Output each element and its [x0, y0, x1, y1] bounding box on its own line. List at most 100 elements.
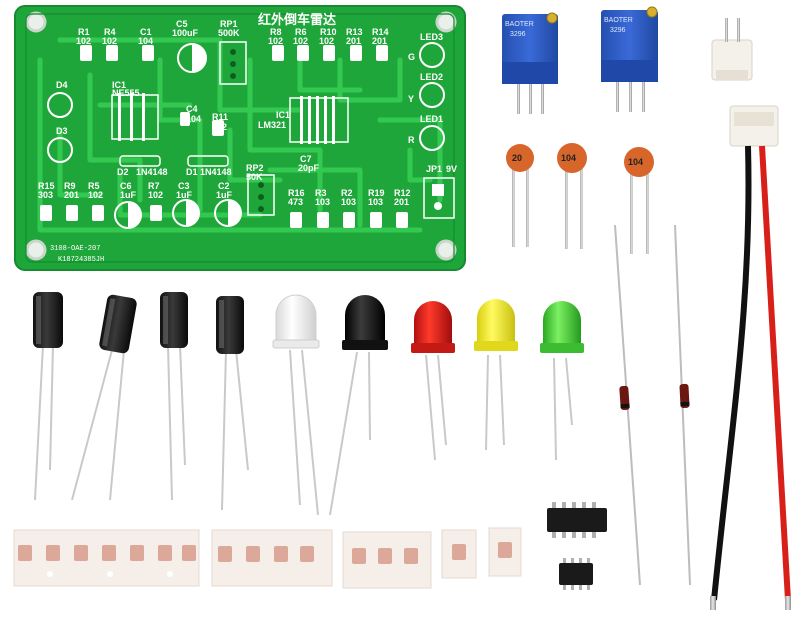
- diode-1n4148-2: [674, 224, 691, 586]
- svg-text:103: 103: [368, 197, 383, 207]
- mounting-holes: [25, 11, 457, 261]
- pcb-title: 红外倒车雷达: [258, 12, 336, 28]
- svg-text:LED1: LED1: [420, 114, 443, 124]
- svg-text:500K: 500K: [218, 28, 240, 38]
- svg-text:D4: D4: [56, 80, 68, 90]
- svg-text:102: 102: [76, 36, 91, 46]
- svg-text:D3: D3: [56, 126, 68, 136]
- svg-text:R14: R14: [372, 27, 389, 37]
- svg-text:JP1: JP1: [426, 164, 442, 174]
- svg-text:R13: R13: [346, 27, 363, 37]
- svg-text:R: R: [408, 135, 415, 145]
- svg-text:102: 102: [102, 36, 117, 46]
- pcb-diode-footprints: [119, 155, 229, 167]
- svg-text:3296: 3296: [510, 31, 526, 38]
- svg-text:LM321: LM321: [258, 120, 286, 130]
- electrolytic-capacitor-1: [33, 292, 63, 501]
- svg-text:20pF: 20pF: [298, 163, 320, 173]
- svg-text:103: 103: [315, 197, 330, 207]
- electrolytic-capacitor-4: [216, 296, 249, 511]
- svg-text:G: G: [408, 52, 415, 62]
- svg-text:104: 104: [628, 157, 643, 167]
- svg-text:1uF: 1uF: [216, 190, 233, 200]
- svg-text:D2: D2: [117, 167, 129, 177]
- svg-text:3296: 3296: [610, 27, 626, 34]
- svg-text:1uF: 1uF: [120, 190, 137, 200]
- svg-text:R7: R7: [148, 181, 160, 191]
- ceramic-capacitor-3: 104: [624, 147, 654, 254]
- svg-text:BAOTER: BAOTER: [604, 17, 633, 24]
- svg-text:102: 102: [319, 36, 334, 46]
- svg-text:NE555: NE555: [112, 88, 140, 98]
- svg-text:C3: C3: [178, 181, 190, 191]
- svg-text:102: 102: [88, 190, 103, 200]
- svg-text:R15: R15: [38, 181, 55, 191]
- svg-text:R2: R2: [341, 188, 353, 198]
- svg-text:104: 104: [561, 153, 576, 163]
- svg-text:Y: Y: [408, 94, 414, 104]
- svg-text:R12: R12: [394, 188, 411, 198]
- smd-resistor-strip-1: [13, 529, 200, 587]
- pcb-jp1-header: [423, 177, 455, 219]
- smd-resistor-single-1: [441, 529, 477, 579]
- ic-soic8-large: [547, 502, 607, 538]
- svg-text:C6: C6: [120, 181, 132, 191]
- svg-text:D1: D1: [186, 167, 198, 177]
- svg-text:20: 20: [512, 153, 522, 163]
- svg-text:50K: 50K: [246, 172, 263, 182]
- led-red: [411, 301, 455, 461]
- smd-resistor-strip-2: [211, 529, 333, 587]
- led-clear-ir: [272, 294, 320, 516]
- pcb-board: 红外倒车雷达: [14, 5, 466, 271]
- svg-text:102: 102: [293, 36, 308, 46]
- svg-text:R6: R6: [295, 27, 307, 37]
- svg-text:1N4148: 1N4148: [136, 167, 168, 177]
- svg-text:R1: R1: [78, 27, 90, 37]
- svg-text:IC1: IC1: [276, 110, 290, 120]
- jst-connector-header: [711, 18, 753, 81]
- svg-text:C1: C1: [140, 27, 152, 37]
- pcb-footprints: [40, 45, 408, 228]
- svg-text:201: 201: [372, 36, 387, 46]
- svg-text:1uF: 1uF: [176, 190, 193, 200]
- led-black-ir: [329, 295, 388, 516]
- svg-text:R9: R9: [64, 181, 76, 191]
- led-yellow: [474, 299, 518, 451]
- svg-text:RP1: RP1: [220, 19, 238, 29]
- svg-text:R8: R8: [270, 27, 282, 37]
- svg-text:102: 102: [212, 122, 227, 132]
- svg-text:C2: C2: [218, 181, 230, 191]
- svg-text:R11: R11: [212, 112, 228, 122]
- svg-text:C7: C7: [300, 154, 312, 164]
- svg-text:R16: R16: [288, 188, 305, 198]
- svg-text:473: 473: [288, 197, 303, 207]
- ic-soic8-small: [559, 558, 593, 590]
- ceramic-capacitor-2: 104: [557, 143, 587, 249]
- ceramic-capacitor-1: 20: [506, 144, 534, 247]
- trimmer-pot-1: BAOTER 3296: [502, 12, 558, 114]
- svg-text:201: 201: [394, 197, 409, 207]
- pcb-trimmer-footprints: [219, 41, 275, 216]
- svg-text:102: 102: [148, 190, 163, 200]
- trimmer-pot-2: BAOTER 3296: [601, 6, 658, 112]
- svg-text:102: 102: [268, 36, 283, 46]
- svg-text:C5: C5: [176, 19, 188, 29]
- pcb-silk-labels: R1 102 R4 102 C1 104 C5 100uF RP1 500K R…: [38, 19, 457, 264]
- svg-text:LED3: LED3: [420, 32, 443, 42]
- svg-text:R3: R3: [315, 188, 327, 198]
- svg-text:201: 201: [346, 36, 361, 46]
- led-green: [540, 301, 584, 461]
- electrolytic-capacitor-2: [71, 294, 137, 501]
- svg-text:R4: R4: [104, 27, 116, 37]
- svg-text:104: 104: [138, 36, 153, 46]
- svg-text:201: 201: [64, 190, 79, 200]
- svg-text:R10: R10: [320, 27, 337, 37]
- svg-text:LED2: LED2: [420, 72, 443, 82]
- svg-text:BAOTER: BAOTER: [505, 21, 534, 28]
- board-code: 3108-OAE-207: [50, 245, 100, 253]
- svg-text:100uF: 100uF: [172, 28, 199, 38]
- smd-resistor-strip-3: [342, 531, 432, 589]
- svg-text:103: 103: [341, 197, 356, 207]
- board-code-2: K18724385JH: [58, 256, 104, 264]
